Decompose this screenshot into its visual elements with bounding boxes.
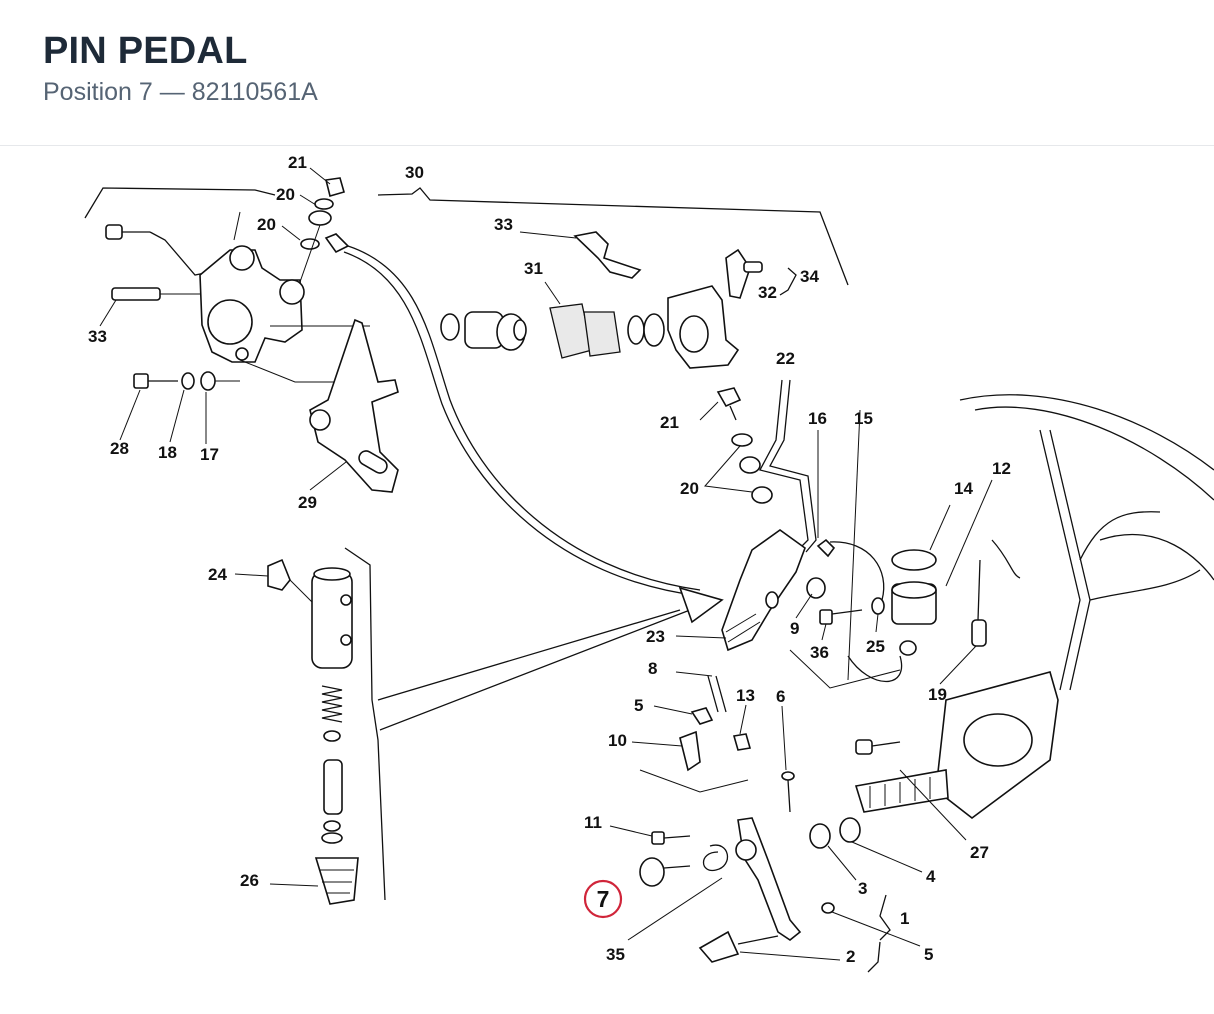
callout-30[interactable]: 30 [405,163,424,182]
callout-31[interactable]: 31 [524,259,543,278]
position-number: 7 [138,78,153,106]
callout-8[interactable]: 8 [648,659,657,678]
subtitle-separator: — [159,78,185,106]
callout-5[interactable]: 5 [634,696,643,715]
callout-20[interactable]: 20 [257,215,276,234]
callout-15[interactable]: 15 [854,409,873,428]
callout-23[interactable]: 23 [646,627,665,646]
part-number: 82110561A [191,78,318,106]
master-cylinder-parts-drawing [267,547,724,905]
callout-21[interactable]: 21 [288,153,307,172]
callout-3[interactable]: 3 [858,879,867,898]
callout-13[interactable]: 13 [736,686,755,705]
callout-2[interactable]: 2 [846,947,855,966]
callout-34[interactable]: 34 [800,267,819,286]
page-header: PIN PEDAL Position 7 — 82110561A [0,0,1214,146]
callout-12[interactable]: 12 [992,459,1011,478]
page-title: PIN PEDAL [43,30,248,72]
callout-10[interactable]: 10 [608,731,627,750]
callout-18[interactable]: 18 [158,443,177,462]
callout-20[interactable]: 20 [276,185,295,204]
callout-19[interactable]: 19 [928,685,947,704]
pedal-reservoir-frame-drawing [639,379,1214,973]
callout-4[interactable]: 4 [926,867,936,886]
page-subtitle: Position 7 — 82110561A [43,78,318,107]
highlight-number[interactable]: 7 [597,886,610,912]
callout-28[interactable]: 28 [110,439,129,458]
callout-1[interactable]: 1 [900,909,909,928]
brake-pads-pistons-drawing [377,187,849,369]
callout-20[interactable]: 20 [680,479,699,498]
callout-33[interactable]: 33 [88,327,107,346]
callout-24[interactable]: 24 [208,565,227,584]
callout-6[interactable]: 6 [776,687,785,706]
callout-9[interactable]: 9 [790,619,799,638]
position-label: Position [43,78,132,106]
callout-35[interactable]: 35 [606,945,625,964]
callout-5[interactable]: 5 [924,945,933,964]
callout-36[interactable]: 36 [810,643,829,662]
callout-11[interactable]: 11 [584,813,602,832]
highlighted-callout-7[interactable]: 7 [583,879,623,919]
callout-14[interactable]: 14 [954,479,973,498]
leader-lines [99,167,993,961]
callout-17[interactable]: 17 [200,445,219,464]
callout-25[interactable]: 25 [866,637,885,656]
callout-22[interactable]: 22 [776,349,795,368]
highlight-ring [583,879,623,919]
callout-27[interactable]: 27 [970,843,989,862]
callout-29[interactable]: 29 [298,493,317,512]
caliper-assembly-drawing [84,177,701,597]
callout-21[interactable]: 21 [660,413,679,432]
callout-labels: 21 20 20 30 33 31 34 32 33 28 18 17 29 2… [88,153,1011,966]
callout-16[interactable]: 16 [808,409,827,428]
callout-26[interactable]: 26 [240,871,259,890]
callout-32[interactable]: 32 [758,283,777,302]
callout-33[interactable]: 33 [494,215,513,234]
